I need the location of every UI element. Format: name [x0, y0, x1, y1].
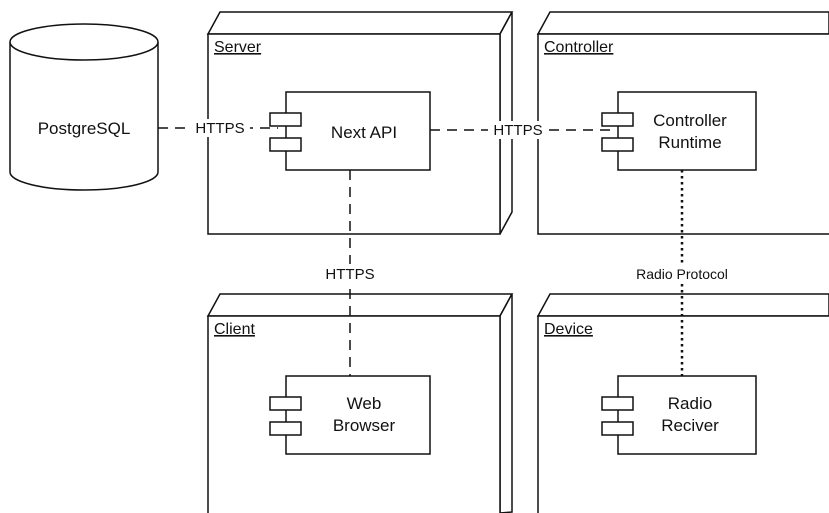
controller-node-title: Controller — [544, 39, 614, 56]
radio-receiver-component: Radio Reciver — [601, 375, 757, 455]
component-port-icon — [601, 112, 634, 127]
connector-label-api-controller: HTTPS — [493, 122, 542, 139]
connector-label-controller-device: Radio Protocol — [636, 266, 728, 282]
component-port-icon — [269, 137, 302, 152]
controller-runtime-label-line2: Runtime — [658, 133, 721, 152]
device-node-title: Device — [544, 321, 593, 338]
controller-runtime-component: Controller Runtime — [601, 91, 757, 171]
client-node-title: Client — [214, 321, 255, 338]
component-port-icon — [269, 112, 302, 127]
web-browser-label-line1: Web — [347, 394, 382, 413]
component-port-icon — [269, 396, 302, 411]
device-node: Device — [536, 293, 829, 513]
radio-receiver-label-line1: Radio — [668, 394, 712, 413]
component-port-icon — [601, 421, 634, 436]
component-port-icon — [601, 137, 634, 152]
radio-receiver-label-line2: Reciver — [661, 416, 719, 435]
connector-label-db-api: HTTPS — [195, 120, 244, 137]
server-node-title: Server — [214, 39, 262, 56]
next-api-component: Next API — [269, 91, 431, 171]
postgresql-database: PostgreSQL — [9, 23, 159, 191]
web-browser-label-line2: Browser — [333, 416, 396, 435]
web-browser-component: Web Browser — [269, 375, 431, 455]
next-api-label: Next API — [331, 123, 397, 142]
component-port-icon — [601, 396, 634, 411]
database-label: PostgreSQL — [38, 119, 131, 138]
controller-node: Controller — [536, 11, 829, 235]
component-port-icon — [269, 421, 302, 436]
connection-labels: HTTPS HTTPS HTTPS Radio Protocol — [190, 119, 746, 284]
controller-runtime-label-line1: Controller — [653, 111, 727, 130]
connector-label-api-client: HTTPS — [325, 266, 374, 283]
